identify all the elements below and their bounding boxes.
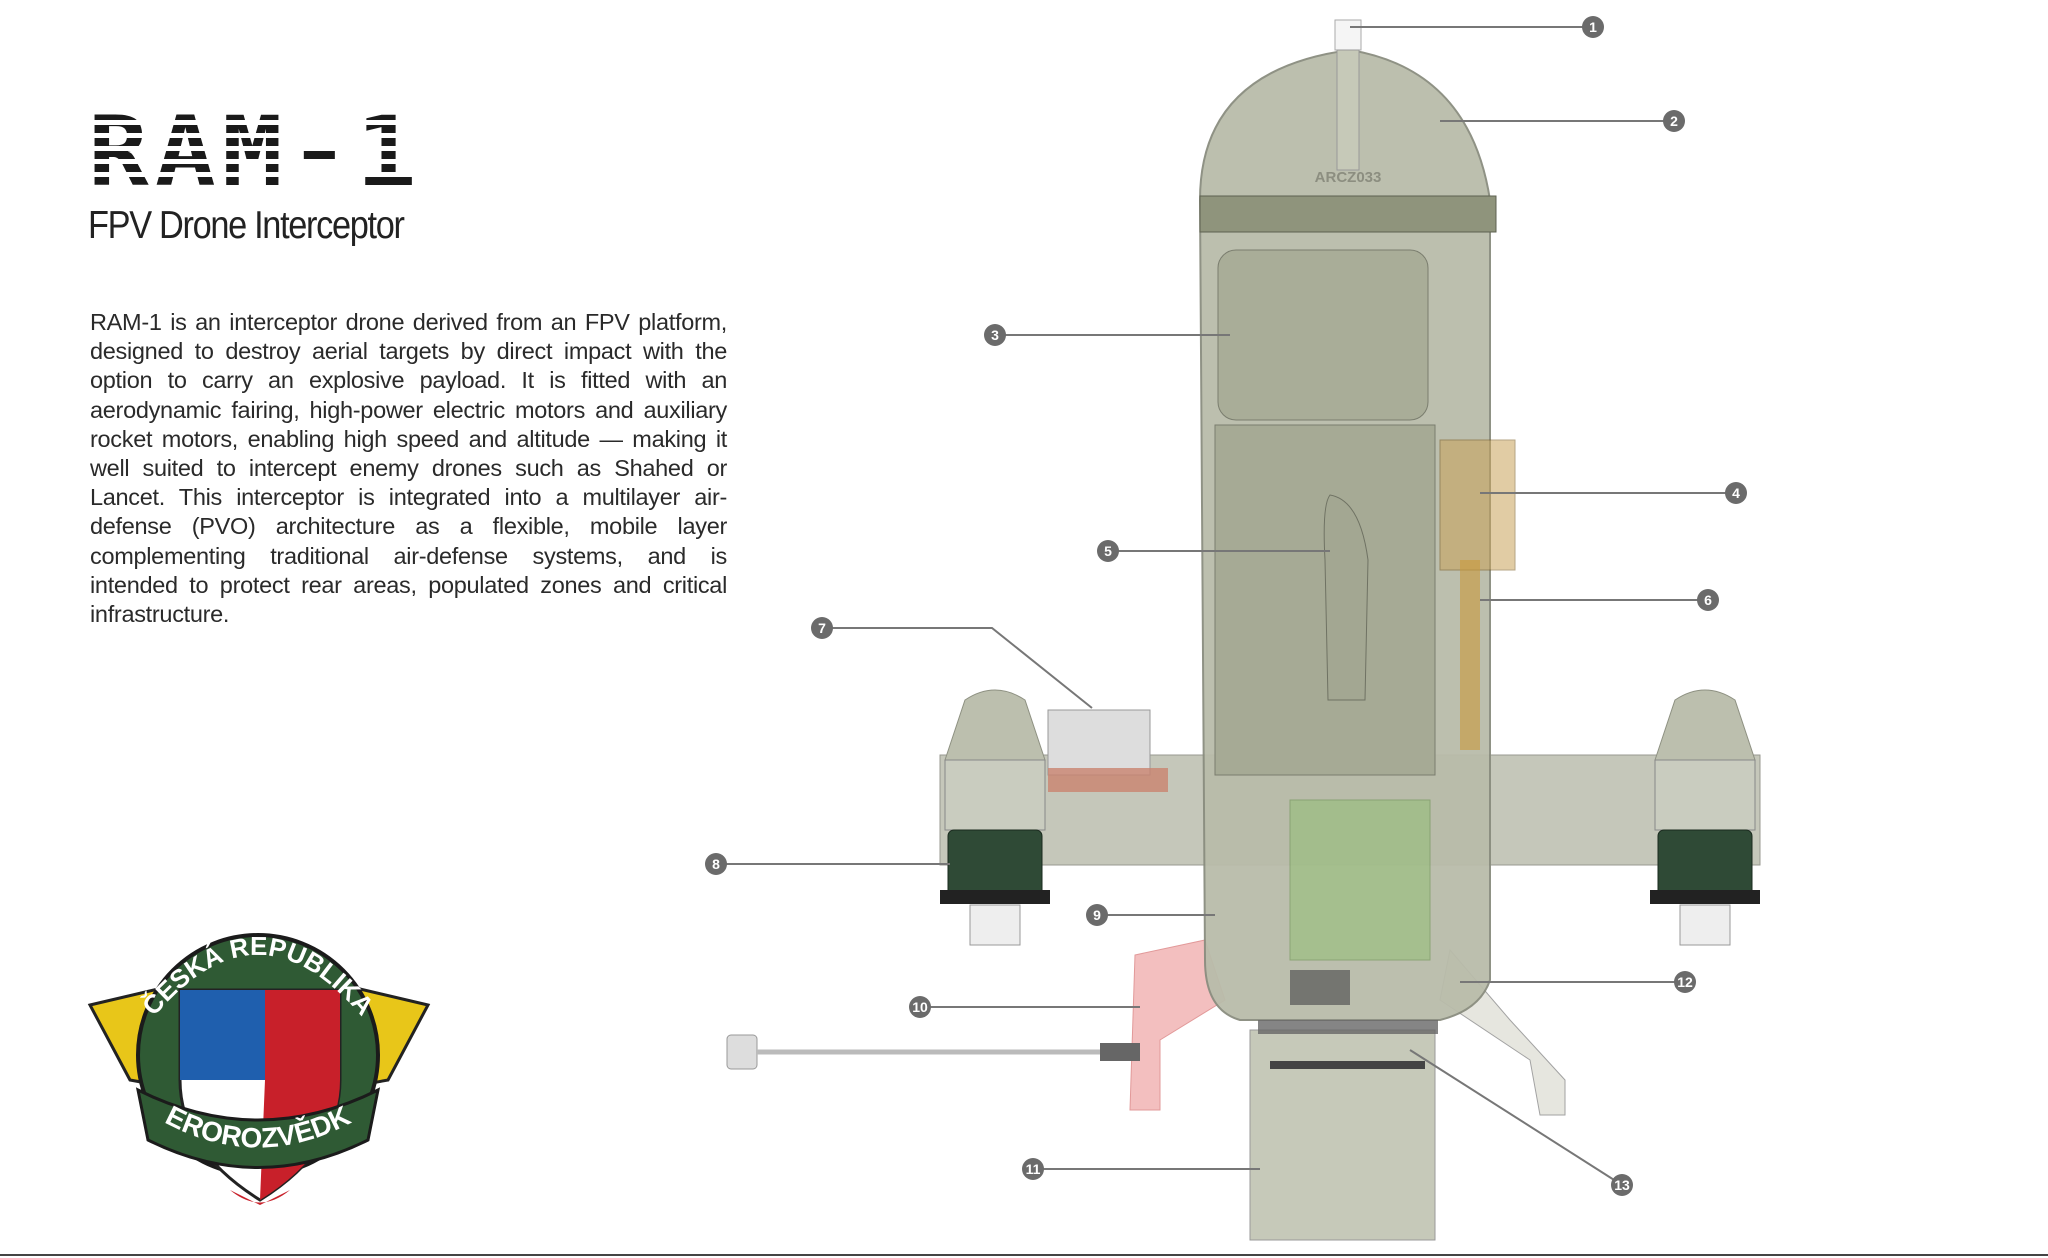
svg-text:4: 4 (1732, 485, 1740, 501)
svg-text:9: 9 (1093, 907, 1101, 923)
right-motor (1650, 689, 1760, 946)
svg-text:3: 3 (991, 327, 999, 343)
svg-text:10: 10 (912, 999, 928, 1015)
vent-ring (1199, 195, 1497, 233)
nose-probe (1334, 19, 1362, 51)
bottom-divider (0, 1254, 2048, 1256)
callout-leaders (716, 26, 1736, 1186)
svg-text:11: 11 (1026, 1161, 1041, 1177)
callout-12: 12 (1674, 971, 1696, 993)
callout-8: 8 (705, 853, 727, 875)
callout-6: 6 (1697, 589, 1719, 611)
aerorozvedka-logo: ČESKÁ REPUBLIKA AEROROZVĚDKA (0, 0, 431, 1205)
callout-markers: 1 2 3 4 5 6 7 8 9 10 11 12 13 (705, 16, 1747, 1196)
callout-7: 7 (811, 617, 833, 639)
antenna (726, 1034, 1140, 1070)
svg-text:2: 2 (1670, 113, 1678, 129)
callout-1: 1 (1582, 16, 1604, 38)
camera-module (1047, 709, 1151, 776)
product-title: RAM-1 (88, 96, 423, 208)
nose-marking: ARCZ033 (1315, 169, 1382, 186)
svg-text:13: 13 (1614, 1177, 1630, 1193)
product-description: RAM-1 is an interceptor drone derived fr… (90, 309, 727, 628)
callout-4: 4 (1725, 482, 1747, 504)
callout-9: 9 (1086, 904, 1108, 926)
callout-2: 2 (1663, 110, 1685, 132)
svg-text:5: 5 (1104, 543, 1112, 559)
product-subtitle: FPV Drone Interceptor (88, 204, 405, 247)
electronics-board (1439, 439, 1516, 571)
callout-3: 3 (984, 324, 1006, 346)
callout-11: 11 (1022, 1158, 1044, 1180)
svg-text:8: 8 (712, 856, 720, 872)
svg-text:7: 7 (818, 620, 826, 636)
left-motor (940, 689, 1050, 946)
callout-5: 5 (1097, 540, 1119, 562)
svg-text:1: 1 (1589, 19, 1597, 35)
callout-13: 13 (1611, 1174, 1633, 1196)
svg-text:6: 6 (1704, 592, 1712, 608)
callout-10: 10 (909, 996, 931, 1018)
svg-text:12: 12 (1677, 974, 1693, 990)
